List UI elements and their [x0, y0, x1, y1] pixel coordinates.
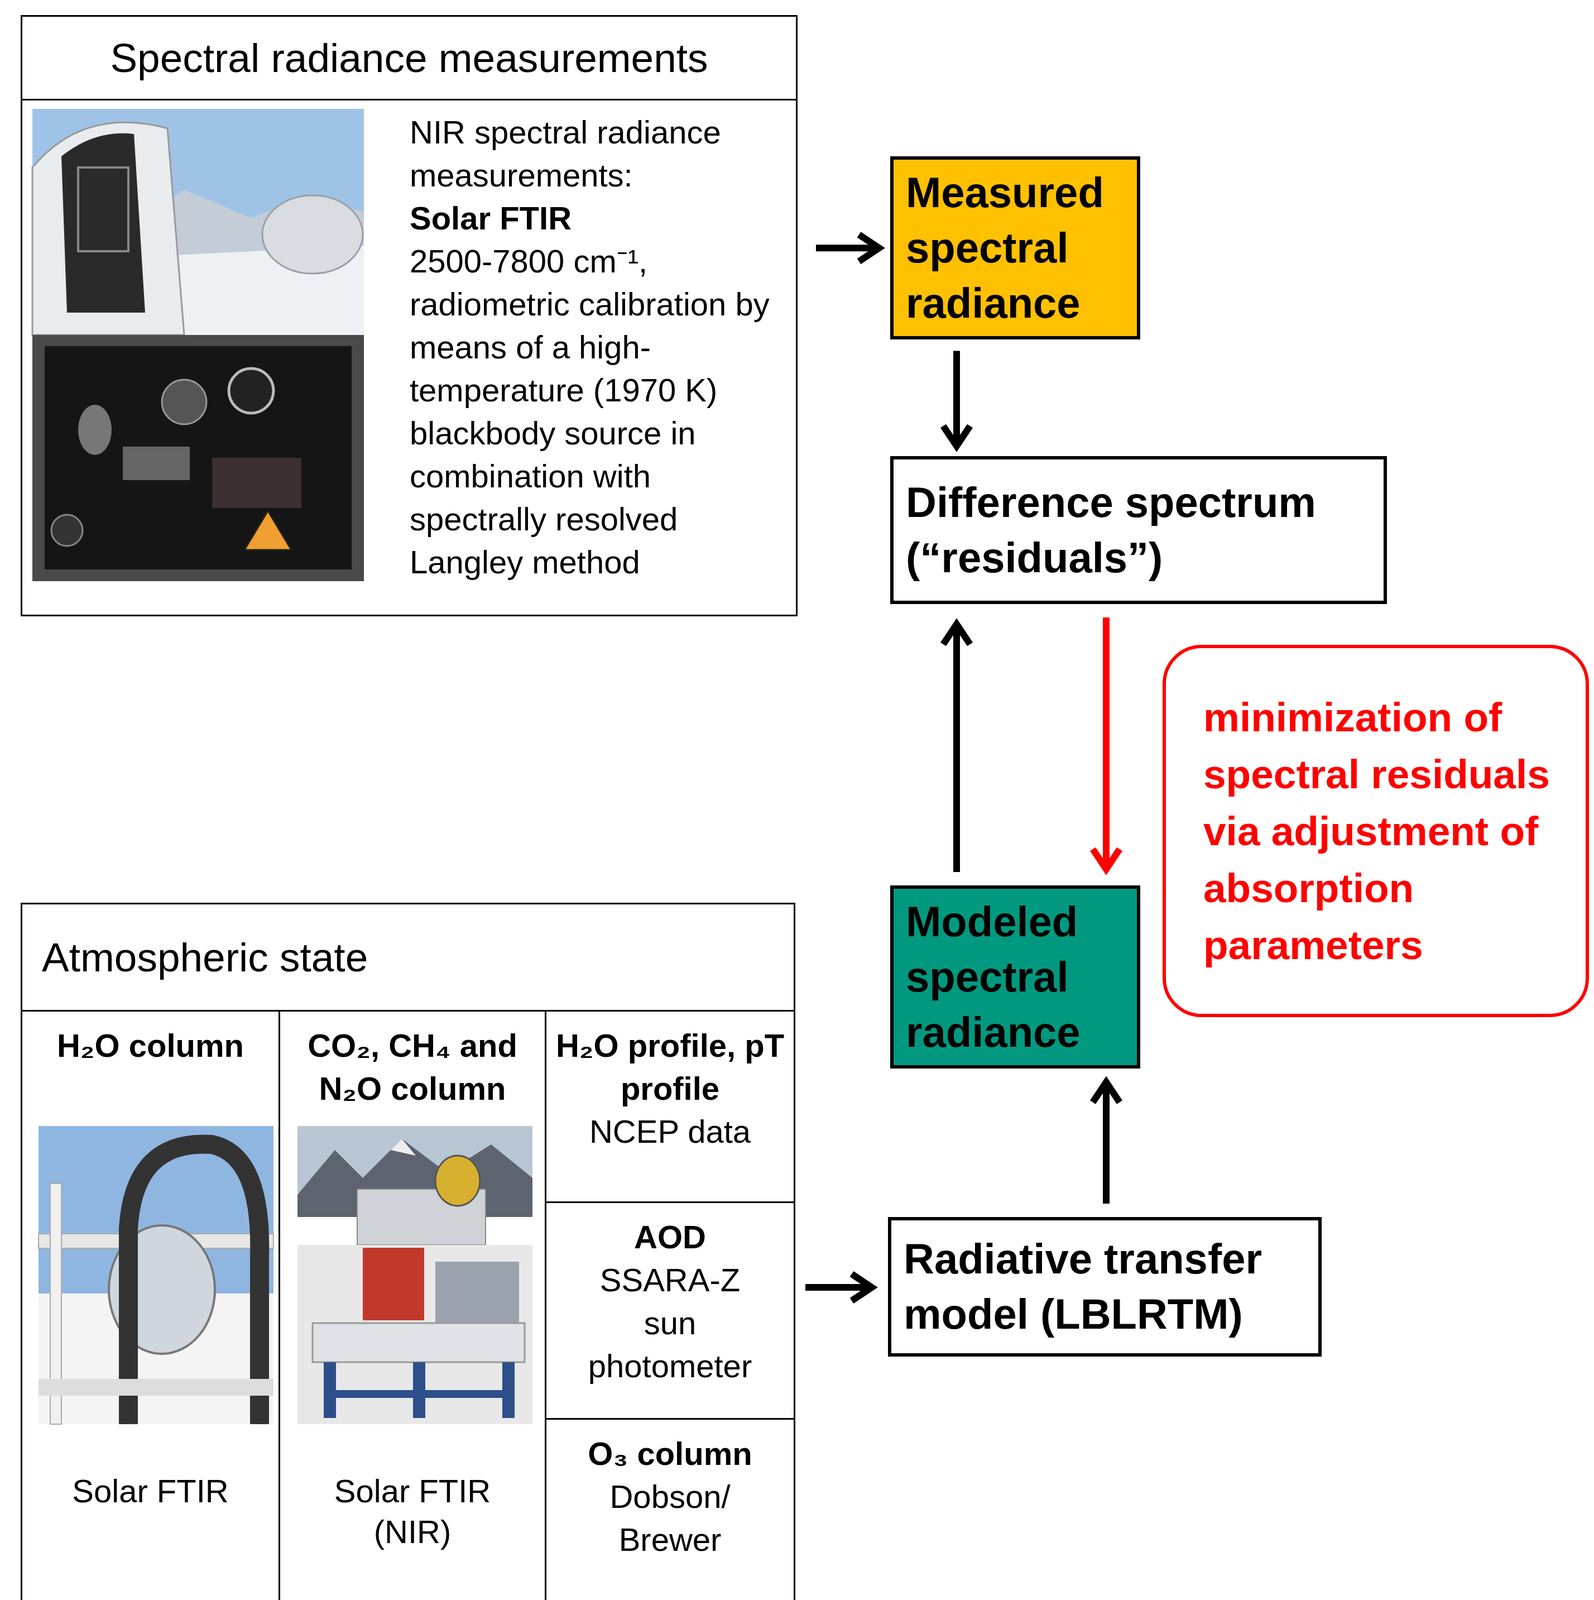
arrow-connector — [953, 623, 960, 872]
arrow-connector — [805, 1283, 872, 1291]
cell-text: Solar FTIR — [22, 1470, 279, 1511]
box-label: Modeled spectral radiance — [905, 894, 1125, 1060]
cell-text: NCEP data — [589, 1109, 751, 1153]
annotation-box: minimization of spectral residuals via a… — [1162, 644, 1589, 1017]
cell-text: Solar FTIR (NIR) — [320, 1470, 505, 1552]
mirror — [51, 514, 83, 546]
optics-mount — [212, 457, 302, 508]
h2o-ftir-photo — [38, 1125, 274, 1424]
cell-text: Dobson/ Brewer — [578, 1474, 763, 1561]
lab-room — [297, 1244, 533, 1424]
spectrometer-housing — [32, 334, 364, 582]
sun-tracker — [435, 1155, 480, 1206]
panel-heading: Spectral radiance measurements — [22, 16, 796, 101]
panel-body: Solar FTIR — [409, 196, 795, 240]
process-box: Difference spectrum (“residuals”) — [890, 455, 1387, 604]
box-label: Measured spectral radiance — [905, 165, 1125, 331]
arrow-connector — [1102, 617, 1110, 869]
panel: Atmospheric stateH₂O columnSolar FTIRCO₂… — [20, 902, 796, 1600]
process-box: Radiative transfer model (LBLRTM) — [887, 1216, 1322, 1357]
panel-body: 2500-7800 cm⁻¹, radiometric calibration … — [409, 239, 795, 584]
table-cell: O₃ columnDobson/ Brewer — [546, 1419, 794, 1600]
cell-heading: O₃ column — [587, 1431, 752, 1475]
arrow-connector — [1102, 1081, 1110, 1204]
process-box: Measured spectral radiance — [890, 156, 1141, 340]
process-box: Modeled spectral radiance — [890, 885, 1141, 1069]
cell-heading: H₂O profile, pT profile — [546, 1023, 794, 1110]
arrow-connector — [815, 244, 880, 252]
cell-text: SSARA-Z sun photometer — [578, 1258, 763, 1387]
optics-mount — [122, 446, 190, 480]
dome-small — [262, 195, 363, 274]
box-label: Difference spectrum (“residuals”) — [905, 474, 1372, 586]
dome — [32, 122, 185, 335]
box-label: Radiative transfer model (LBLRTM) — [903, 1231, 1307, 1342]
panel: Spectral radiance measurementsNIR spectr… — [20, 15, 798, 617]
arrow-connector — [953, 350, 960, 446]
frame-bar — [38, 1378, 274, 1396]
mirror — [78, 404, 112, 455]
tracker-frame — [78, 167, 129, 252]
stand-bar — [323, 1389, 515, 1398]
cell-heading: CO₂, CH₄ and N₂O column — [280, 1011, 545, 1110]
instrument — [435, 1261, 520, 1323]
table-cell: AODSSARA-Z sun photometer — [546, 1202, 794, 1420]
instrument — [362, 1247, 425, 1320]
spectrometer — [312, 1322, 525, 1362]
mirror — [161, 379, 207, 425]
filter-wheel — [228, 368, 274, 414]
nir-ftir-photo — [297, 1125, 533, 1424]
spectrometer-interior — [44, 346, 352, 570]
dome-slit — [61, 133, 146, 313]
table-cell: CO₂, CH₄ and N₂O columnSolar FTIR (NIR) — [280, 1011, 547, 1600]
ftir-photo — [32, 108, 364, 582]
table-cell: H₂O profile, pT profileNCEP data — [546, 1011, 794, 1203]
sky — [32, 108, 364, 344]
cell-heading: AOD — [634, 1215, 707, 1259]
cell-heading: H₂O column — [22, 1011, 279, 1067]
panel-body: NIR spectral radiance measurements: — [409, 110, 795, 197]
panel-heading: Atmospheric state — [22, 904, 794, 1012]
annotation-text: minimization of spectral residuals via a… — [1203, 688, 1561, 974]
table-cell: H₂O columnSolar FTIR — [22, 1011, 281, 1600]
snow — [390, 1138, 416, 1156]
warning-sign — [244, 510, 292, 550]
